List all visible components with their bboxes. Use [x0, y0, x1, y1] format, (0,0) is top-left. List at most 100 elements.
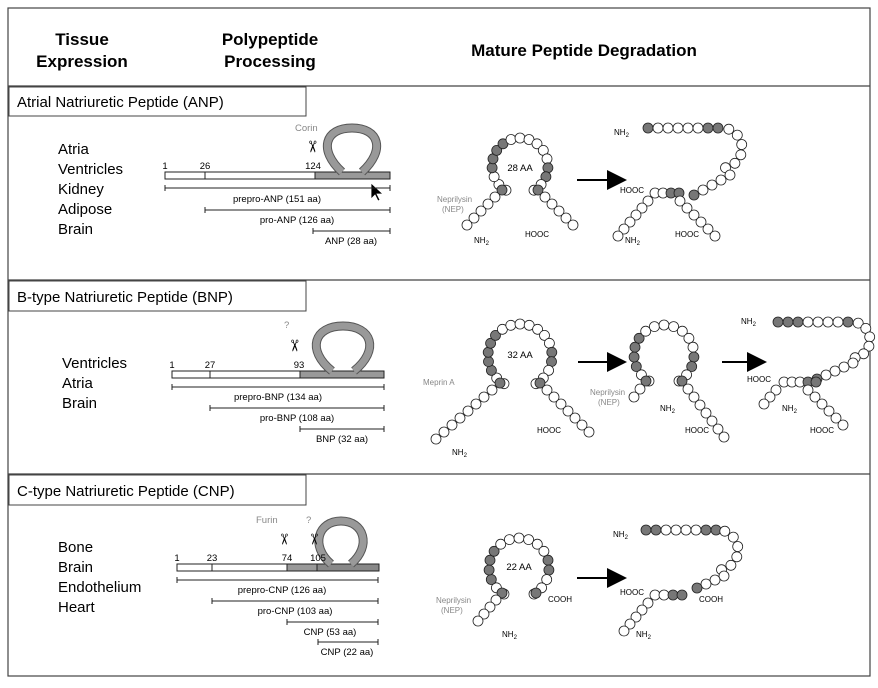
- amino-acid-bead: [823, 405, 835, 417]
- cnp-neprilysin-1: Neprilysin: [436, 596, 471, 605]
- amino-acid-bead: [438, 426, 450, 438]
- amino-acid-bead: [838, 361, 850, 373]
- amino-acid-bead: [649, 321, 660, 333]
- amino-acid-bead: [683, 332, 695, 344]
- amino-acid-bead: [688, 351, 700, 363]
- bnp-tissue-1: Ventricles: [62, 355, 127, 372]
- amino-acid-bead: [553, 205, 565, 217]
- amino-acid-bead: [709, 574, 721, 586]
- amino-acid-bead: [719, 525, 731, 537]
- cnp-enzyme-label-furin: Furin: [256, 515, 278, 526]
- amino-acid-bead: [546, 198, 558, 210]
- amino-acid-bead: [652, 122, 664, 134]
- amino-acid-bead: [712, 122, 724, 134]
- bnp-tissue-2: Atria: [62, 375, 94, 392]
- amino-acid-bead: [472, 615, 484, 627]
- amino-acid-bead: [624, 216, 636, 228]
- anp-title-box: [8, 86, 307, 117]
- section-cnp: C-type Natriuretic Peptide (CNP) Bone Br…: [8, 474, 744, 658]
- amino-acid-bead: [668, 321, 679, 333]
- amino-acid-bead: [688, 391, 700, 403]
- anp-pos-2: 26: [200, 161, 211, 172]
- anp-nterm-label: NH2: [474, 236, 490, 247]
- amino-acid-bead: [732, 541, 744, 552]
- bnp-title-box: [8, 280, 307, 312]
- amino-acid-bead: [729, 157, 741, 169]
- amino-acid-bead: [792, 316, 804, 328]
- bnp-bar-2: pro-BNP (108 aa): [260, 413, 334, 424]
- amino-acid-bead: [630, 209, 642, 221]
- amino-acid-bead: [809, 391, 821, 403]
- cnp-ring-label: 22 AA: [506, 562, 532, 573]
- amino-acid-bead: [706, 179, 718, 191]
- amino-acid-bead: [514, 318, 526, 330]
- anp-pos-1: 1: [162, 161, 167, 172]
- amino-acid-bead: [662, 122, 674, 134]
- amino-acid-bead: [543, 564, 555, 576]
- amino-acid-bead: [672, 122, 684, 134]
- amino-acid-bead: [475, 205, 487, 217]
- amino-acid-bead: [491, 144, 503, 156]
- anp-open-nh2: NH2: [614, 128, 630, 139]
- amino-acid-bead: [534, 377, 546, 389]
- anp-enzyme-label: Corin: [295, 123, 318, 134]
- amino-acid-bead: [542, 162, 554, 174]
- amino-acid-bead: [624, 618, 636, 630]
- amino-acid-bead: [496, 184, 508, 196]
- anp-open-nh2b: NH2: [625, 236, 641, 247]
- cnp-open-nh2b: NH2: [636, 630, 652, 641]
- amino-acid-bead: [468, 212, 480, 224]
- amino-acid-bead: [782, 316, 794, 328]
- bnp-cleaved-peptide: [758, 316, 876, 431]
- amino-acid-bead: [636, 604, 648, 616]
- amino-acid-bead: [837, 419, 849, 431]
- amino-acid-bead: [802, 316, 814, 328]
- amino-acid-bead: [532, 323, 543, 335]
- scissors-icon: ✂: [305, 533, 322, 546]
- amino-acid-bead: [640, 375, 652, 387]
- amino-acid-bead: [488, 171, 500, 183]
- cnp-precursor-gray: [286, 563, 318, 572]
- bnp-enzyme-label: ?: [284, 320, 289, 331]
- amino-acid-bead: [490, 329, 501, 341]
- amino-acid-bead: [847, 357, 859, 369]
- amino-acid-bead: [461, 219, 473, 231]
- amino-acid-bead: [541, 384, 553, 396]
- bnp-mid-neprilysin-2: (NEP): [598, 398, 620, 407]
- cnp-open-cooh: COOH: [699, 595, 723, 604]
- cnp-title: C-type Natriuretic Peptide (CNP): [17, 483, 235, 500]
- bnp-bar-3: BNP (32 aa): [316, 434, 368, 445]
- amino-acid-bead: [694, 399, 706, 411]
- amino-acid-bead: [687, 341, 699, 353]
- bnp-pos-1: 1: [169, 360, 174, 371]
- amino-acid-bead: [546, 346, 558, 358]
- anp-open-hooc: HOOC: [620, 186, 644, 195]
- anp-title: Atrial Natriuretic Peptide (ANP): [17, 94, 224, 111]
- bnp-meprin-product: [628, 319, 730, 443]
- amino-acid-bead: [530, 587, 542, 599]
- amino-acid-bead: [832, 316, 844, 328]
- bnp-mid-neprilysin-1: Neprilysin: [590, 388, 625, 397]
- cnp-pos-4: 105: [310, 553, 326, 564]
- amino-acid-bead: [736, 139, 748, 150]
- anp-ring-label: 28 AA: [507, 163, 533, 174]
- amino-acid-bead: [706, 415, 718, 427]
- amino-acid-bead: [454, 412, 466, 424]
- amino-acid-bead: [830, 412, 842, 424]
- amino-acid-bead: [718, 570, 730, 582]
- cnp-pos-2: 23: [207, 553, 218, 564]
- amino-acid-bead: [532, 184, 544, 196]
- amino-acid-bead: [852, 317, 864, 329]
- cnp-pos-1: 1: [174, 553, 179, 564]
- amino-acid-bead: [484, 554, 496, 566]
- amino-acid-bead: [503, 534, 515, 545]
- header-processing-line1: Polypeptide: [222, 30, 318, 49]
- anp-neprilysin-1: Neprilysin: [437, 195, 472, 204]
- amino-acid-bead: [695, 216, 707, 228]
- amino-acid-bead: [583, 426, 595, 438]
- amino-acid-bead: [576, 419, 588, 431]
- amino-acid-bead: [540, 171, 552, 183]
- amino-acid-bead: [642, 195, 654, 207]
- amino-acid-bead: [829, 365, 841, 377]
